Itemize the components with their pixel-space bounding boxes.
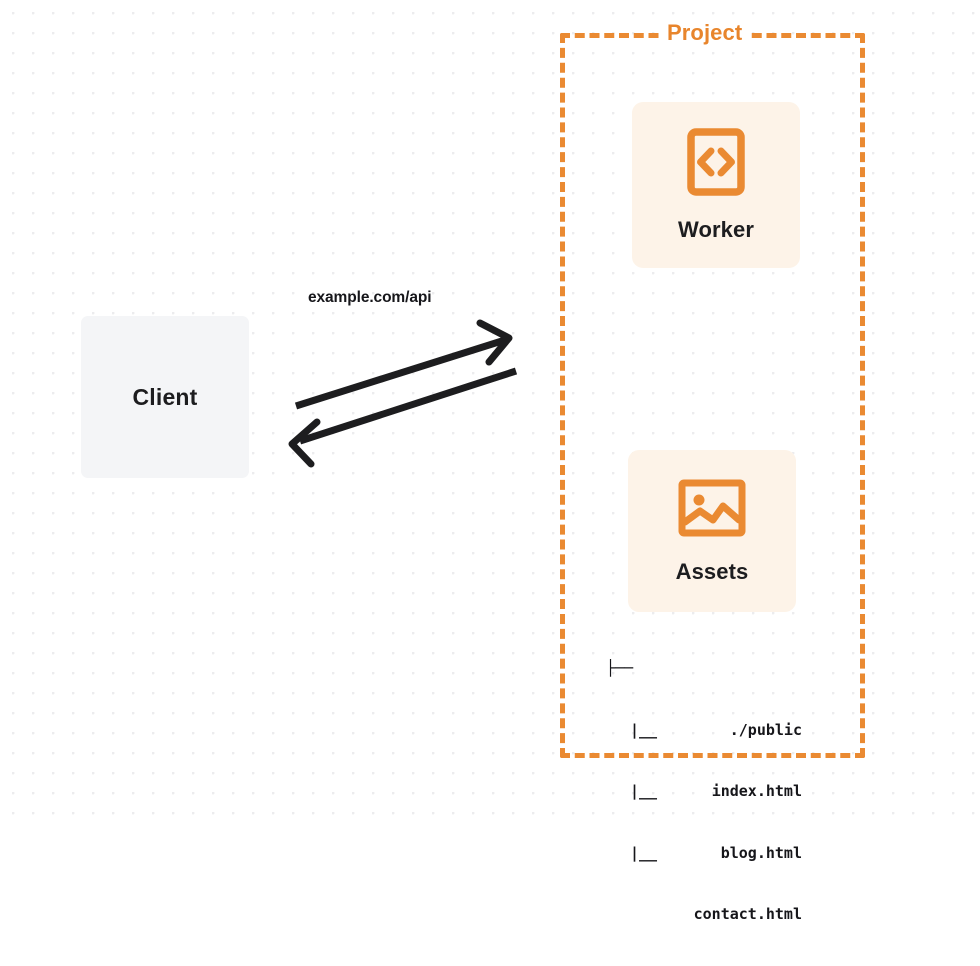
client-label: Client	[132, 383, 198, 410]
file-tree-row: |__ index.html	[606, 720, 802, 801]
tree-branch-glyph: |__	[630, 782, 658, 800]
worker-card-label: Worker	[678, 216, 754, 242]
assets-card[interactable]: Assets	[628, 450, 796, 612]
code-brackets-icon	[687, 127, 745, 201]
request-arrow-head	[476, 319, 513, 366]
assets-file-tree: ├── ./public |__ index.html |__ blog.htm…	[606, 617, 802, 924]
diagram-canvas: Client example.com/api Project Worker	[0, 0, 980, 923]
worker-card[interactable]: Worker	[632, 102, 800, 268]
client-node[interactable]: Client	[81, 316, 249, 478]
response-arrow-line	[298, 367, 518, 445]
file-tree-name: index.html	[711, 782, 802, 800]
request-arrow-line	[294, 336, 507, 410]
assets-card-label: Assets	[675, 558, 749, 584]
file-tree-name: contact.html	[693, 905, 802, 923]
tree-branch-glyph: |__	[630, 720, 658, 739]
file-tree-row: |__ blog.html	[606, 781, 802, 862]
file-tree-row: |__ contact.html	[606, 843, 802, 924]
connection-label: example.com/api	[308, 289, 432, 306]
tree-branch-glyph: ├──	[606, 659, 634, 677]
project-title: Project	[660, 19, 750, 47]
tree-branch-glyph: |__	[630, 843, 658, 862]
image-icon	[678, 478, 746, 543]
file-tree-name: ./public	[729, 720, 802, 739]
response-arrow-head	[288, 418, 321, 468]
file-tree-row: ├── ./public	[606, 658, 802, 739]
